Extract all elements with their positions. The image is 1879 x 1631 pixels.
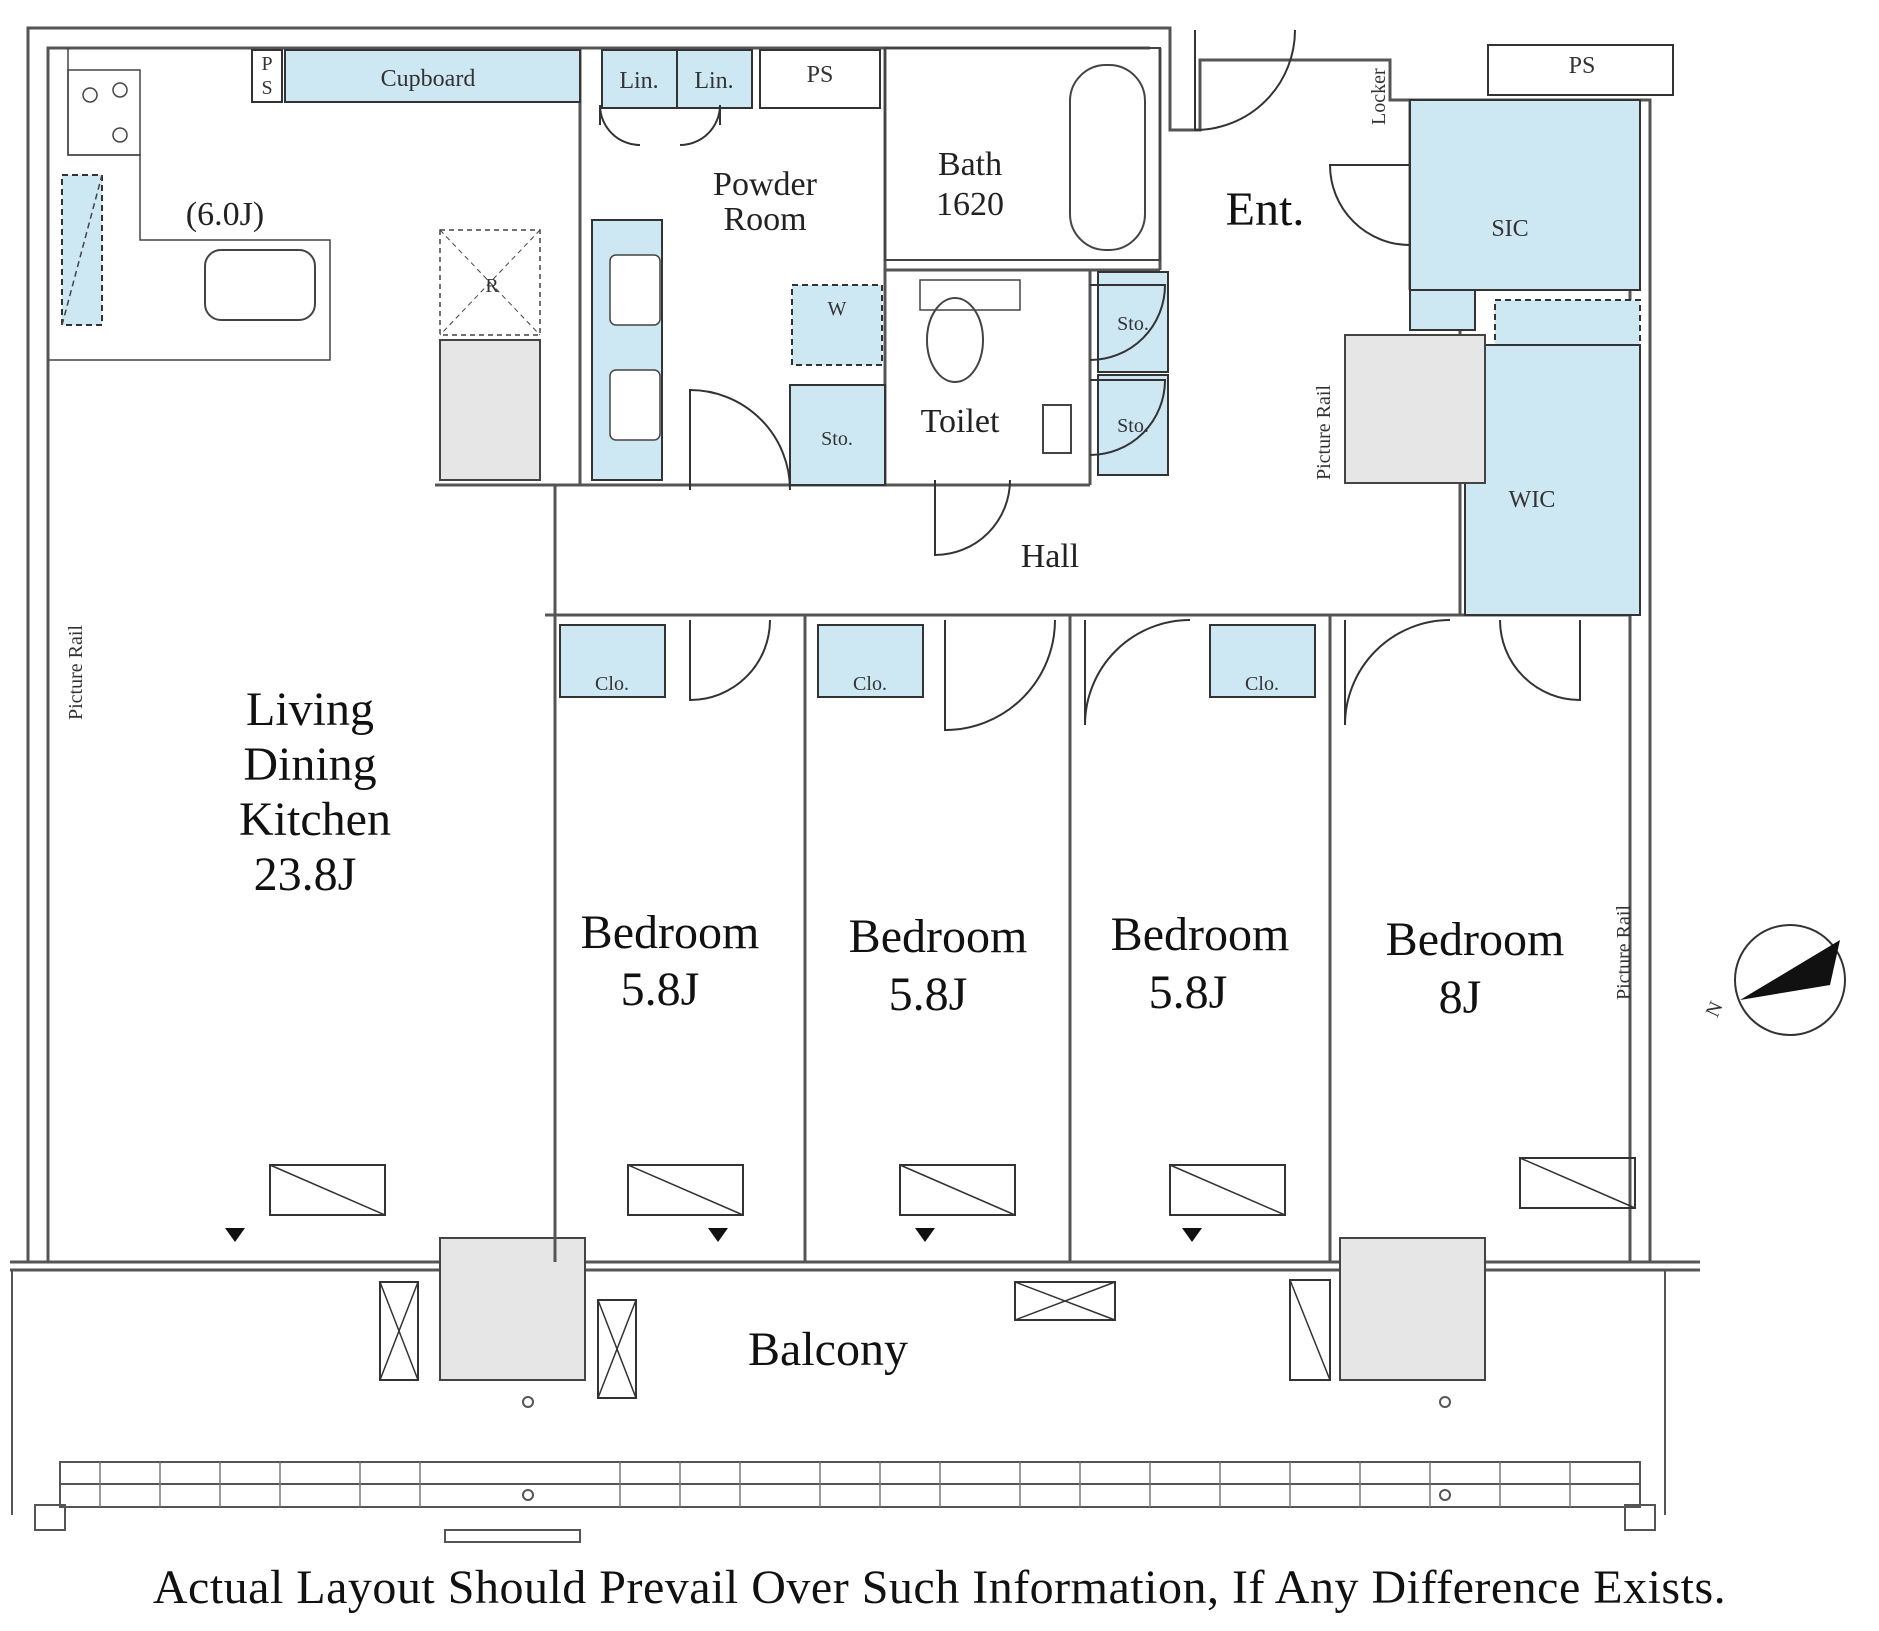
picture-rail-mid: Picture Rail xyxy=(1313,385,1335,480)
entrance-label: Ent. xyxy=(1226,183,1305,236)
ldk-label-line3: Kitchen xyxy=(239,793,391,846)
cupboard-label: Cupboard xyxy=(381,66,476,92)
ps-label-top: PS xyxy=(807,62,834,88)
storage-label-3: Sto. xyxy=(1117,415,1149,437)
bath xyxy=(884,47,1161,261)
washer-label: W xyxy=(828,298,847,320)
powder-label-line2: Room xyxy=(723,201,806,238)
bedroom3-name: Bedroom xyxy=(1111,908,1290,961)
closet-label-3: Clo. xyxy=(1245,673,1279,695)
powder-label-line1: Powder xyxy=(713,166,818,203)
compass-icon xyxy=(1734,924,1846,1036)
ldk-label-line2: Dining xyxy=(243,738,376,791)
bedroom4-size: 8J xyxy=(1439,971,1482,1024)
bedroom4-name: Bedroom xyxy=(1386,913,1565,966)
bedroom2-name: Bedroom xyxy=(849,910,1028,963)
linen-label-2: Lin. xyxy=(694,68,733,94)
toilet-room xyxy=(919,271,1169,476)
doors xyxy=(599,29,1581,732)
top-storage xyxy=(251,44,1674,109)
balcony-label: Balcony xyxy=(748,1323,908,1376)
storage-label-2: Sto. xyxy=(1117,313,1149,335)
bedroom-closets xyxy=(559,624,1316,698)
bath-label-line1: Bath xyxy=(938,146,1002,183)
sic-label: SIC xyxy=(1491,216,1528,242)
ps-label-right: PS xyxy=(1569,53,1596,79)
closet-label-1: Clo. xyxy=(595,673,629,695)
kitchen-size: (6.0J) xyxy=(186,196,264,233)
ps-label-p: P xyxy=(261,53,272,75)
toilet-label: Toilet xyxy=(921,403,1000,440)
ps-label-s: S xyxy=(261,77,272,99)
picture-rail-right: Picture Rail xyxy=(1613,905,1635,1000)
bedroom1-size: 5.8J xyxy=(621,963,700,1016)
picture-rail-left: Picture Rail xyxy=(65,625,87,720)
disclaimer-text: Actual Layout Should Prevail Over Such I… xyxy=(152,1561,1727,1614)
wic-label: WIC xyxy=(1509,487,1556,513)
compass-n-label: N xyxy=(1702,998,1728,1020)
ldk-label-line1: Living xyxy=(246,683,374,736)
bedroom1-name: Bedroom xyxy=(581,906,760,959)
balcony-railing xyxy=(11,1270,1666,1543)
ac-units xyxy=(225,1157,1636,1242)
bedroom3-size: 5.8J xyxy=(1149,966,1228,1019)
hall-label: Hall xyxy=(1021,538,1080,575)
storage-label-1: Sto. xyxy=(821,428,853,450)
bedroom2-size: 5.8J xyxy=(889,968,968,1021)
vanity xyxy=(591,219,886,486)
kitchen xyxy=(48,48,541,481)
linen-label-1: Lin. xyxy=(619,68,658,94)
bath-label-line2: 1620 xyxy=(936,186,1004,223)
ldk-size: 23.8J xyxy=(254,848,357,901)
locker-label: Locker xyxy=(1368,68,1390,125)
balcony-units xyxy=(379,1237,1486,1408)
closets-right xyxy=(1344,99,1641,616)
closet-label-2: Clo. xyxy=(853,673,887,695)
fridge-label: R xyxy=(485,275,499,297)
